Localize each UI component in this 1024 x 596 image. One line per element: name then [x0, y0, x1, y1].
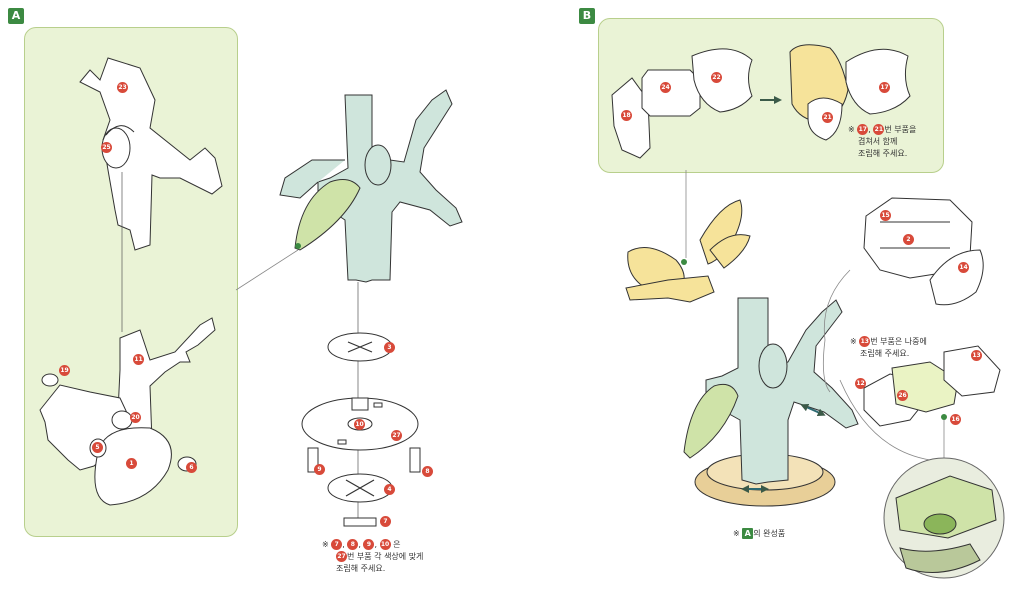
note-b-top: ※ 17, 21번 부품을 겹쳐서 함께 조립해 주세요.: [848, 124, 917, 158]
part-wing-22: [691, 48, 753, 113]
note-a: ※ 7, 8, 9, 10 은 27번 부품 각 색상에 맞게 조립해 주세요.: [322, 539, 424, 573]
part-badge-16: 16: [950, 414, 961, 425]
note-b-top-line2: 겹쳐서 함께: [858, 137, 898, 146]
part-badge-14: 14: [958, 262, 969, 273]
note-a-num-9: 9: [363, 539, 375, 550]
part-body-24: [641, 69, 701, 117]
part-top-a: [79, 57, 223, 251]
note-a-num-27: 27: [336, 551, 347, 562]
part-badge-2: 2: [903, 234, 914, 245]
part-badge-6: 6: [186, 462, 197, 473]
connector-line-a: [235, 249, 299, 291]
note-b-bottom-badge: A: [742, 528, 754, 539]
part-badge-22: 22: [711, 72, 722, 83]
part-badge-18: 18: [621, 110, 632, 121]
part-badge-23: 23: [117, 82, 128, 93]
note-a-num-8: 8: [347, 539, 359, 550]
note-b-top-num-21: 21: [873, 124, 885, 135]
note-b-bottom-symbol: ※: [733, 529, 740, 538]
note-b-mid-line2: 조립해 주세요.: [860, 349, 910, 358]
part-badge-17: 17: [879, 82, 890, 93]
note-a-num-7: 7: [331, 539, 343, 550]
note-b-mid: ※ 13번 부품은 나중에 조립해 주세요.: [850, 336, 927, 360]
part-badge-5: 5: [92, 442, 103, 453]
connector-line-b2: [822, 269, 851, 393]
part-badge-1: 1: [126, 458, 137, 469]
note-a-num-10: 10: [379, 539, 391, 550]
note-b-mid-num-13: 13: [859, 336, 871, 347]
part-badge-25: 25: [101, 142, 112, 153]
part-badge-27: 27: [391, 430, 402, 441]
note-b-top-symbol: ※: [848, 125, 855, 134]
note-a-line1: 번 부품 각 색상에 맞게: [347, 552, 424, 561]
note-b-bottom-text: 의 완성품: [753, 529, 786, 538]
part-badge-7: 7: [380, 516, 391, 527]
part-badge-19: 19: [59, 365, 70, 376]
note-a-line2: 조립해 주세요.: [336, 564, 386, 573]
note-b-top-line1: 번 부품을: [884, 125, 917, 134]
magnified-detail: [883, 457, 1005, 579]
part-12-26-13: [863, 345, 1001, 427]
disc-3: [327, 332, 393, 362]
section-a-badge: A: [8, 8, 24, 24]
part-badge-8: 8: [422, 466, 433, 477]
part-badge-26: 26: [897, 390, 908, 401]
section-b-badge: B: [579, 8, 595, 24]
part-badge-15: 15: [880, 210, 891, 221]
part-badge-3: 3: [384, 342, 395, 353]
part-badge-10: 10: [354, 419, 365, 430]
part-badge-4: 4: [384, 484, 395, 495]
peg-7: [343, 517, 377, 527]
butterfly: [625, 199, 751, 303]
part-badge-20: 20: [130, 412, 141, 423]
part-badge-13: 13: [971, 350, 982, 361]
tree-a: [279, 89, 463, 283]
note-b-mid-line1: 번 부품은 나중에: [870, 337, 927, 346]
disc-4: [327, 473, 393, 503]
part-14: [929, 249, 984, 306]
part-badge-24: 24: [660, 82, 671, 93]
part-badge-11: 11: [133, 354, 144, 365]
note-a-symbol: ※: [322, 540, 329, 549]
note-b-top-line3: 조립해 주세요.: [858, 149, 908, 158]
part-mid-a: [39, 317, 216, 506]
part-badge-12: 12: [855, 378, 866, 389]
connector-line-b3: [839, 379, 931, 461]
assembled-wings-17-21: [789, 44, 911, 141]
note-b-top-num-17: 17: [857, 124, 869, 135]
part-badge-21: 21: [822, 112, 833, 123]
note-a-joiner: 은: [393, 540, 401, 549]
note-b-mid-symbol: ※: [850, 337, 857, 346]
part-badge-9: 9: [314, 464, 325, 475]
tree-b: [683, 297, 859, 507]
